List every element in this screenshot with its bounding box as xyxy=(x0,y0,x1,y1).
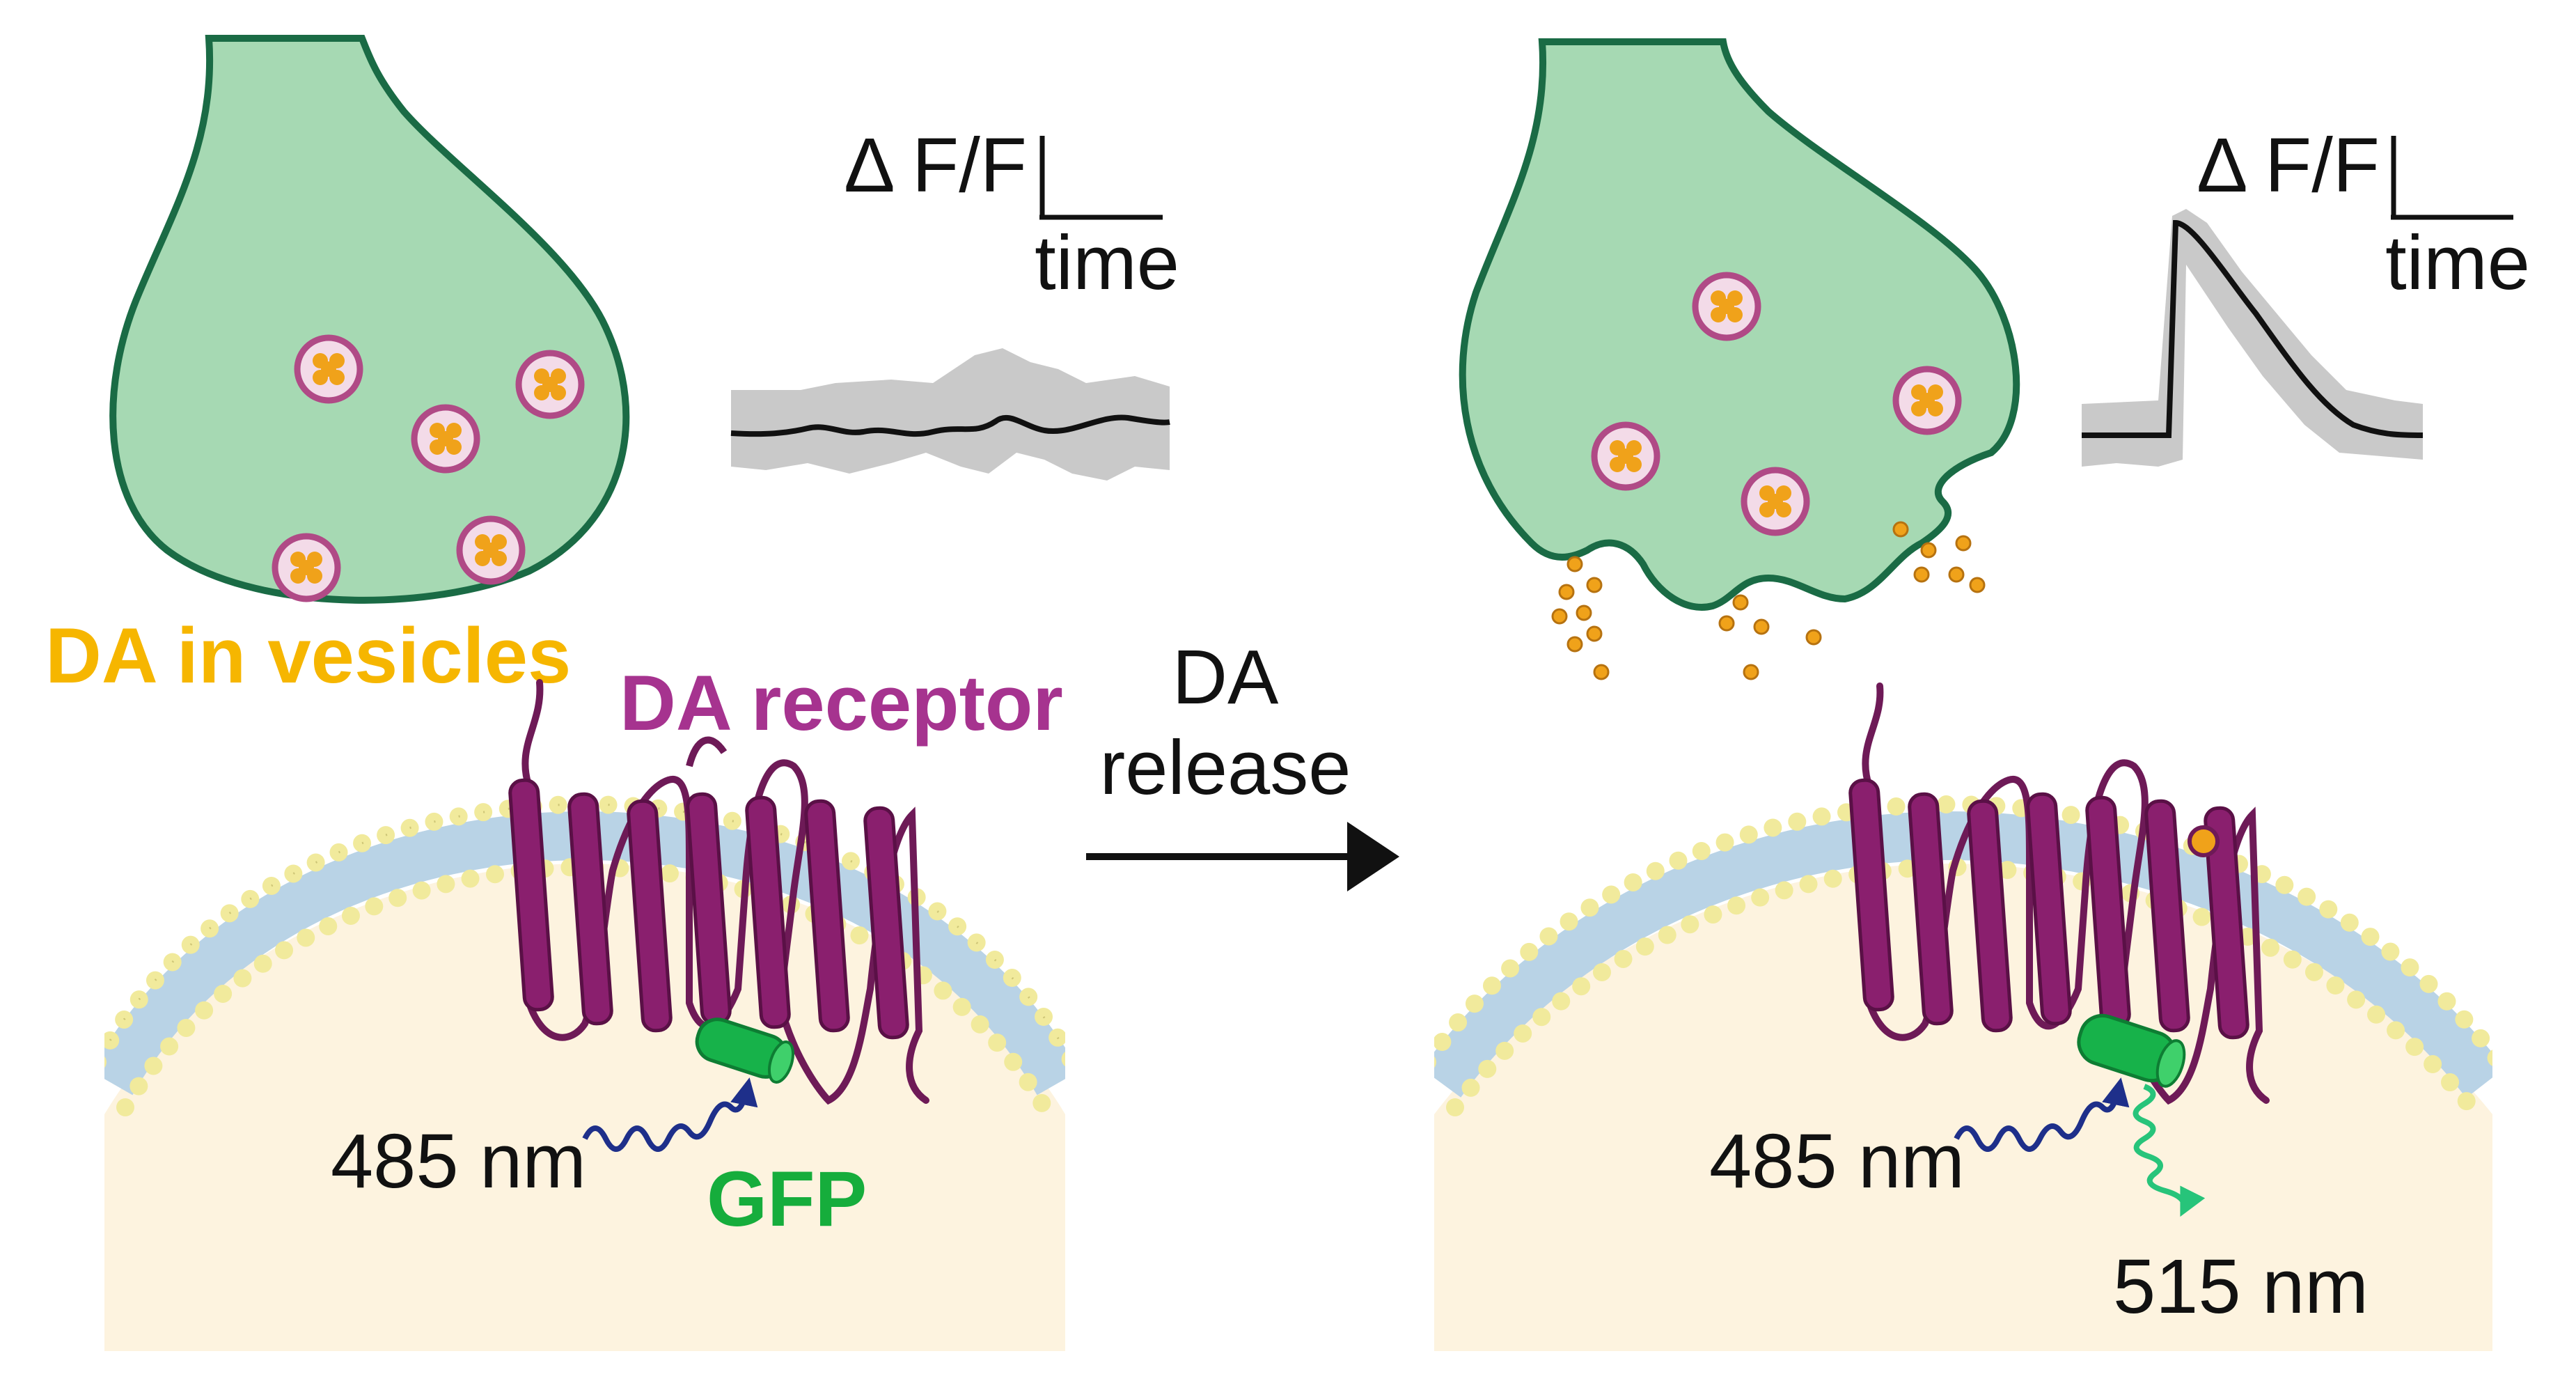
label-da-receptor: DA receptor xyxy=(620,660,1063,747)
vesicle xyxy=(1692,272,1761,341)
right-excitation-wave-icon xyxy=(1954,1077,2130,1152)
left-scale-label-time: time xyxy=(1035,220,1179,306)
label-right-515nm: 515 nm xyxy=(2113,1244,2369,1329)
right-trace-error-band xyxy=(2082,209,2423,467)
vesicle xyxy=(411,404,480,474)
gfp-barrel xyxy=(695,1017,795,1084)
left-presynaptic-terminal xyxy=(109,35,630,604)
right-scale-bar: Δ F/F time xyxy=(2197,123,2530,306)
right-membrane-inner-heads xyxy=(1446,857,2481,1116)
right-trace-line xyxy=(2082,219,2424,438)
bound-dopamine xyxy=(2188,825,2220,857)
label-gfp: GFP xyxy=(707,1155,867,1242)
vesicle xyxy=(294,334,363,404)
right-scale-label-time: time xyxy=(2385,220,2530,306)
receptor-helices xyxy=(1848,778,2249,1040)
vesicle xyxy=(272,533,341,602)
vesicle xyxy=(1591,421,1660,491)
left-da-receptor xyxy=(508,679,929,1105)
left-panel: Δ F/F time DA in vesicles DA receptor xyxy=(45,35,1179,1351)
left-trace-error-band xyxy=(731,348,1170,481)
label-left-485nm: 485 nm xyxy=(331,1118,586,1204)
vesicle xyxy=(456,515,526,585)
vesicle xyxy=(1892,366,1962,435)
vesicle xyxy=(1741,467,1810,536)
right-vesicles xyxy=(1591,272,1962,536)
da-release-arrow: DA release xyxy=(1086,634,1399,891)
released-dopamine xyxy=(1551,521,1986,680)
arrow-label-da: DA xyxy=(1172,634,1279,720)
emission-wave-icon xyxy=(2133,1084,2206,1217)
left-trace-line xyxy=(730,414,1170,437)
left-scale-bar: Δ F/F time xyxy=(844,123,1179,306)
vesicle xyxy=(515,350,585,419)
right-membrane-tails xyxy=(1434,811,2492,1098)
left-vesicles xyxy=(272,334,585,602)
left-excitation-wave-icon xyxy=(582,1077,758,1152)
right-da-receptor xyxy=(1848,683,2270,1105)
left-fluorescence-trace xyxy=(730,348,1170,481)
left-membrane-inner-heads xyxy=(116,857,1053,1116)
gfp-barrel xyxy=(2077,1013,2186,1088)
arrow-label-release: release xyxy=(1100,725,1351,811)
right-panel: Δ F/F time xyxy=(1434,38,2530,1351)
label-right-485nm: 485 nm xyxy=(1709,1118,1965,1204)
right-scale-label-dff: Δ F/F xyxy=(2197,123,2380,208)
label-da-in-vesicles: DA in vesicles xyxy=(45,612,571,699)
right-fluorescence-trace xyxy=(2082,209,2424,467)
left-scale-label-dff: Δ F/F xyxy=(844,123,1027,208)
right-membrane-outer-heads xyxy=(1434,795,2492,1068)
